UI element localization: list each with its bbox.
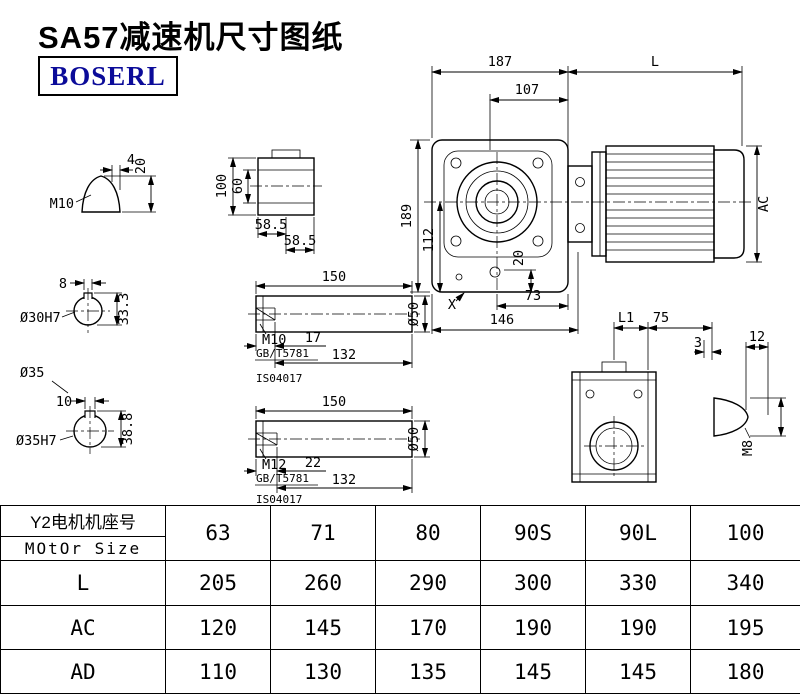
technical-drawing: M10 4 20 100 60 58.5 58.5: [0, 0, 800, 505]
label-gb-1: GB/T5781: [256, 347, 309, 360]
dim-150-2: 150: [322, 394, 346, 410]
label-iso-2: IS04017: [256, 493, 302, 505]
table-row-L: L 205 260 290 300 330 340: [1, 561, 800, 606]
table-row-AC: AC 120 145 170 190 190 195: [1, 606, 800, 650]
dim-20-plug: 20: [133, 158, 149, 174]
motor-size-value: 63: [166, 506, 271, 561]
dim-146: 146: [490, 312, 514, 328]
dim-107: 107: [515, 82, 539, 98]
dim-58-5-a: 58.5: [255, 217, 288, 233]
hub-detail-view: 100 60 58.5 58.5: [214, 150, 322, 254]
motor-size-header-cell: Y2电机机座号 MOtOr Size: [1, 506, 166, 561]
motor-size-value: 80: [376, 506, 481, 561]
motor-size-value: 71: [271, 506, 376, 561]
dim-187: 187: [488, 54, 512, 70]
shaft-detail-2: 150 22 132 Ø50 M12 GB/T5781 IS04017: [244, 394, 430, 505]
motor-size-label-en: MOtOr Size: [1, 537, 165, 560]
label-d35h7: Ø35H7: [16, 433, 57, 449]
dim-73: 73: [525, 288, 541, 304]
bore-30-view: 8 Ø30H7 33.3: [20, 276, 132, 333]
motor-size-value: 90S: [481, 506, 586, 561]
label-x-detail: X: [448, 297, 456, 313]
label-m10-plug: M10: [50, 196, 74, 212]
plug-detail-view: M10 4 20: [50, 152, 156, 212]
motor-size-value: 100: [691, 506, 800, 561]
table-row-motor-size: Y2电机机座号 MOtOr Size 63 71 80 90S 90L 100: [1, 506, 800, 561]
label-m12-shaft2: M12: [262, 457, 286, 473]
dim-17: 17: [305, 330, 321, 346]
dim-33-3: 33.3: [116, 293, 132, 326]
dim-10: 10: [56, 394, 72, 410]
label-iso-1: IS04017: [256, 372, 302, 385]
value-AD: 110: [166, 650, 271, 694]
value-AD: 145: [586, 650, 691, 694]
value-AC: 190: [481, 606, 586, 650]
value-AD: 135: [376, 650, 481, 694]
value-AC: 120: [166, 606, 271, 650]
label-m10-shaft1: M10: [262, 332, 286, 348]
side-view: L1 75 3 12 M8: [572, 310, 786, 482]
label-d35: Ø35: [20, 365, 44, 381]
dim-100: 100: [214, 174, 230, 198]
value-L: 205: [166, 561, 271, 606]
shaft-detail-1: 150 17 132 Ø50 M10 GB/T5781 IS04017: [244, 269, 430, 385]
dim-12: 12: [749, 329, 765, 345]
dim-22: 22: [305, 455, 321, 471]
dim-60: 60: [230, 178, 246, 194]
dim-58-5-b: 58.5: [284, 233, 317, 249]
row-label-AD: AD: [1, 650, 166, 694]
value-L: 290: [376, 561, 481, 606]
dim-150-1: 150: [322, 269, 346, 285]
label-m8: M8: [740, 440, 756, 456]
motor-size-label-cn: Y2电机机座号: [1, 506, 165, 537]
dim-38-8: 38.8: [120, 413, 136, 446]
bore-35-view: Ø35 10 Ø35H7 38.8: [16, 365, 136, 454]
dim-189: 189: [399, 204, 415, 228]
dim-132-2: 132: [332, 472, 356, 488]
value-AD: 180: [691, 650, 800, 694]
dim-3: 3: [694, 335, 702, 351]
main-front-view: 187 L 107 189 112 20 73 146 AC X: [399, 54, 772, 334]
value-L: 300: [481, 561, 586, 606]
table-row-AD: AD 110 130 135 145 145 180: [1, 650, 800, 694]
value-AD: 145: [481, 650, 586, 694]
dim-132-1: 132: [332, 347, 356, 363]
value-L: 340: [691, 561, 800, 606]
value-AC: 170: [376, 606, 481, 650]
dim-112: 112: [421, 228, 437, 252]
row-label-AC: AC: [1, 606, 166, 650]
value-AD: 130: [271, 650, 376, 694]
value-AC: 145: [271, 606, 376, 650]
value-L: 260: [271, 561, 376, 606]
value-L: 330: [586, 561, 691, 606]
dim-8: 8: [59, 276, 67, 292]
dim-L1: L1: [618, 310, 634, 326]
dim-20: 20: [511, 250, 527, 266]
dim-75: 75: [653, 310, 669, 326]
dim-AC: AC: [756, 196, 772, 212]
label-gb-2: GB/T5781: [256, 472, 309, 485]
dim-d50-2: Ø50: [406, 427, 422, 451]
label-d30h7: Ø30H7: [20, 310, 61, 326]
value-AC: 190: [586, 606, 691, 650]
motor-size-value: 90L: [586, 506, 691, 561]
dimension-table: Y2电机机座号 MOtOr Size 63 71 80 90S 90L 100 …: [0, 505, 800, 694]
dim-d50-1: Ø50: [406, 302, 422, 326]
row-label-L: L: [1, 561, 166, 606]
dim-L: L: [651, 54, 659, 70]
value-AC: 195: [691, 606, 800, 650]
